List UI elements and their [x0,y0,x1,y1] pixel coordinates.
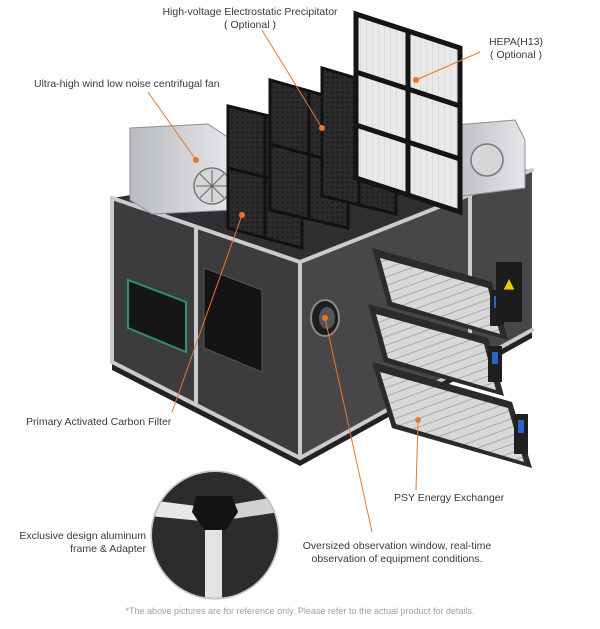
esp-label-line2: ( Optional ) [224,19,276,31]
exchanger-module-2 [368,304,504,396]
leader-dots [193,77,421,423]
access-window [127,278,187,354]
hepa-label-line1: HEPA(H13) [488,36,544,48]
control-box [496,262,522,322]
carbon-filter-label: Primary Activated Carbon Filter [26,416,172,428]
frame-label-line2: frame & Adapter [70,543,146,555]
exchanger-module-3 [372,362,532,468]
esp-label-line1: High-voltage Electrostatic Precipitator [162,6,338,18]
hepa-label-line2: ( Optional ) [490,49,542,61]
warning-triangle-icon [502,277,516,291]
disclaimer-text: *The above pictures are for reference on… [125,606,475,616]
hepa-label: HEPA(H13) ( Optional ) [476,36,556,62]
esp-label: High-voltage Electrostatic Precipitator … [155,6,345,32]
frame-label-line1: Exclusive design aluminum [19,530,146,542]
psy-label: PSY Energy Exchanger [394,492,505,504]
fan-label: Ultra-high wind low noise centrifugal fa… [34,78,220,90]
window-label: Oversized observation window, real-time … [292,540,502,566]
unit-right-face [300,170,532,458]
frame-adapter-label: Exclusive design aluminum frame & Adapte… [6,530,146,556]
psy-energy-exchanger [368,248,532,468]
window-label-line1: Oversized observation window, real-time [302,540,492,552]
window-label-line2: observation of equipment conditions. [311,553,483,565]
leader-lines [147,29,481,533]
frame-adapter-detail [150,470,280,600]
